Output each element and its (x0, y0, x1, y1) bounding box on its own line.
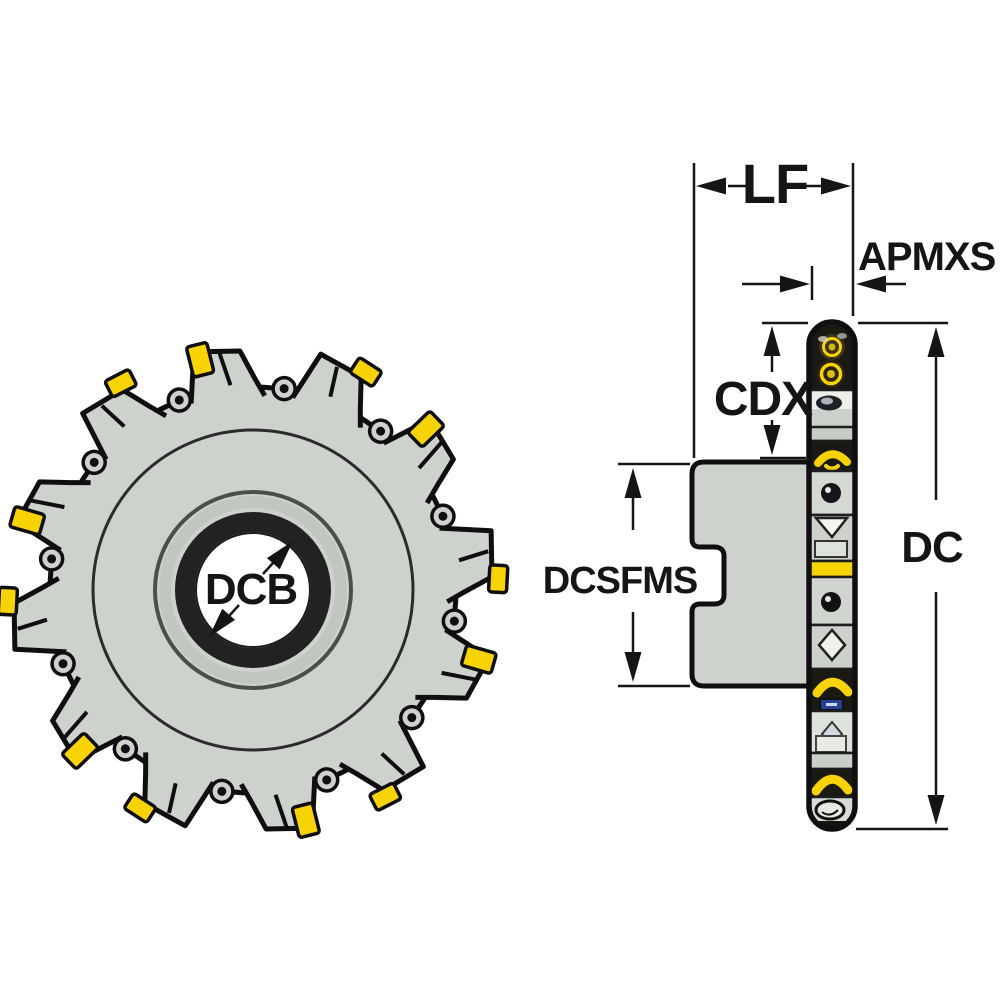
face-circle (91, 428, 415, 752)
dc-arrow-down (927, 795, 945, 825)
side-view-cutter (689, 319, 858, 832)
lf-arrow-right (821, 177, 851, 195)
cdx-label: CDX (714, 373, 813, 426)
insert-strip (806, 319, 858, 832)
lf-dimension: LF (692, 152, 855, 458)
hub-ring (153, 490, 353, 690)
dcsfms-dimension: DCSFMS (543, 462, 698, 688)
lf-arrow-left (696, 177, 726, 195)
dcsfms-arrow-down (624, 652, 642, 682)
dcb-label: DCB (205, 565, 297, 614)
bore-ring (175, 512, 331, 668)
cdx-arrow-down (763, 425, 781, 455)
cdx-dimension: CDX (714, 321, 814, 460)
dcsfms-label: DCSFMS (543, 560, 697, 602)
apmxs-arrow-right (780, 275, 810, 293)
hub-block (689, 459, 815, 689)
dcsfms-arrow-up (624, 468, 642, 498)
strip-outline (806, 319, 858, 832)
apmxs-label: APMXS (858, 235, 996, 279)
dc-dimension: DC (856, 321, 964, 831)
front-view-cutter: DCB (0, 333, 514, 846)
dcb-dimension: DCB (202, 535, 300, 643)
cdx-arrow-up (763, 326, 781, 356)
dc-label: DC (901, 523, 963, 572)
dc-arrow-up (927, 327, 945, 357)
lf-label: LF (742, 152, 808, 215)
apmxs-dimension: APMXS (742, 235, 997, 300)
hub-shade-ring (159, 496, 347, 684)
